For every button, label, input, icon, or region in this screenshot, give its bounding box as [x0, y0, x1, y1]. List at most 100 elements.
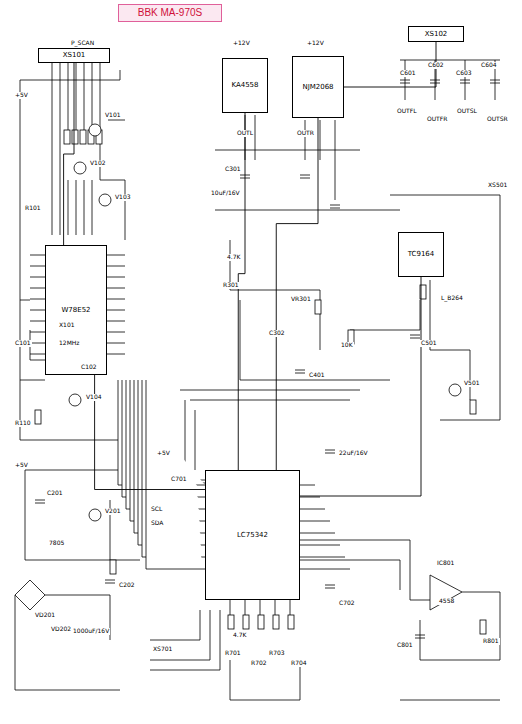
resistor-symbol — [273, 615, 279, 629]
signal-wire — [300, 277, 421, 496]
capacitor-symbol — [325, 585, 335, 588]
capacitor-symbol — [325, 450, 335, 453]
pin-lead — [300, 497, 320, 498]
opamp-symbol — [430, 575, 462, 610]
part-label: P_SCAN — [70, 40, 95, 47]
component-symbols — [30, 80, 500, 638]
part-label: 4558 — [438, 598, 455, 605]
capacitor-symbol — [415, 635, 425, 638]
part-label: OUTL — [236, 130, 254, 137]
resistor-symbol — [110, 560, 116, 574]
ic-chip: TC9164 — [398, 232, 444, 277]
part-label: C601 — [399, 70, 417, 77]
chip-label: LC75342 — [237, 531, 268, 539]
part-label: +12V — [306, 40, 325, 47]
part-label: VD201 — [34, 612, 56, 619]
transistor-symbol — [74, 162, 86, 174]
pin-lead — [300, 485, 315, 486]
wire — [20, 380, 130, 470]
part-label: L_B264 — [440, 295, 464, 302]
part-label: C101 — [14, 340, 32, 347]
part-label: C102 — [80, 364, 98, 371]
part-label: V104 — [85, 394, 103, 401]
part-label: OUTSL — [456, 108, 478, 115]
bus-wire — [146, 380, 205, 569]
capacitor-symbol — [430, 80, 440, 83]
chip-label: NJM2068 — [302, 83, 333, 91]
resistor-symbol — [64, 130, 70, 144]
chip-label: TC9164 — [408, 250, 435, 258]
chip-label: KA4558 — [231, 81, 258, 89]
part-label: VD202 — [50, 626, 72, 633]
resistor-symbol — [228, 615, 234, 629]
pin-lead — [300, 533, 335, 534]
part-label: 1000uF/16V — [72, 628, 110, 635]
part-label: OUTSR — [486, 116, 509, 123]
part-label: C301 — [224, 166, 242, 173]
capacitor-symbol — [300, 175, 310, 178]
wire — [215, 150, 400, 350]
part-label: X101 — [58, 322, 76, 329]
wire — [180, 390, 360, 470]
part-label: +12V — [232, 40, 251, 47]
resistor-symbol — [480, 620, 486, 634]
pin-lead — [300, 545, 340, 546]
part-label: C501 — [420, 340, 438, 347]
resistor-symbol — [243, 615, 249, 629]
part-label: V201 — [104, 508, 122, 515]
signal-wire — [95, 375, 205, 490]
capacitor-symbol — [105, 580, 115, 583]
part-label: 7805 — [48, 540, 65, 547]
signal-wire — [64, 63, 74, 245]
part-label: C801 — [396, 642, 414, 649]
ic-chip: LC75342 — [205, 470, 300, 600]
part-label: XS501 — [487, 182, 508, 189]
capacitor-symbol — [35, 500, 45, 503]
wire — [20, 70, 120, 80]
signal-wire — [276, 118, 318, 470]
part-label: C604 — [480, 62, 498, 69]
part-label: VR301 — [290, 296, 312, 303]
resistor-symbol — [72, 130, 78, 144]
transistor-symbol — [99, 194, 111, 206]
signal-wire — [344, 42, 436, 87]
part-label: V101 — [104, 112, 122, 119]
capacitor-symbol — [295, 370, 305, 373]
part-label: XS701 — [152, 646, 173, 653]
part-label: SCL — [150, 506, 163, 513]
part-label: 4.7K — [226, 254, 241, 261]
resistor-symbol — [35, 410, 41, 424]
part-label: R703 — [268, 650, 286, 657]
wires — [15, 60, 500, 700]
wire — [52, 62, 100, 235]
capacitor-symbol — [410, 335, 420, 338]
part-label: C202 — [118, 582, 136, 589]
part-label: 10K — [340, 342, 354, 349]
pin-lead — [300, 521, 330, 522]
part-label: R704 — [290, 660, 308, 667]
part-label: V501 — [463, 380, 481, 387]
wire — [230, 600, 290, 615]
part-label: 12MHz — [58, 340, 80, 347]
wire — [400, 592, 500, 700]
part-label: C701 — [170, 476, 188, 483]
part-label: OUTR — [296, 130, 315, 137]
title-box: BBK MA-970S — [118, 4, 222, 22]
supply-rail — [20, 80, 21, 440]
part-label: R101 — [24, 205, 42, 212]
part-label: OUTFL — [396, 108, 418, 115]
part-label: R801 — [482, 638, 500, 645]
chip-label: W78E52 — [61, 306, 90, 314]
part-label: C201 — [46, 490, 64, 497]
pin-lead — [300, 509, 325, 510]
part-label: IC801 — [436, 560, 455, 567]
chip-label: BBK MA-970S — [138, 7, 202, 19]
part-label: C702 — [338, 600, 356, 607]
part-label: R301 — [222, 282, 240, 289]
ic-chip: KA4558 — [222, 58, 268, 113]
capacitor-symbol — [400, 80, 410, 83]
part-label: R702 — [250, 660, 268, 667]
